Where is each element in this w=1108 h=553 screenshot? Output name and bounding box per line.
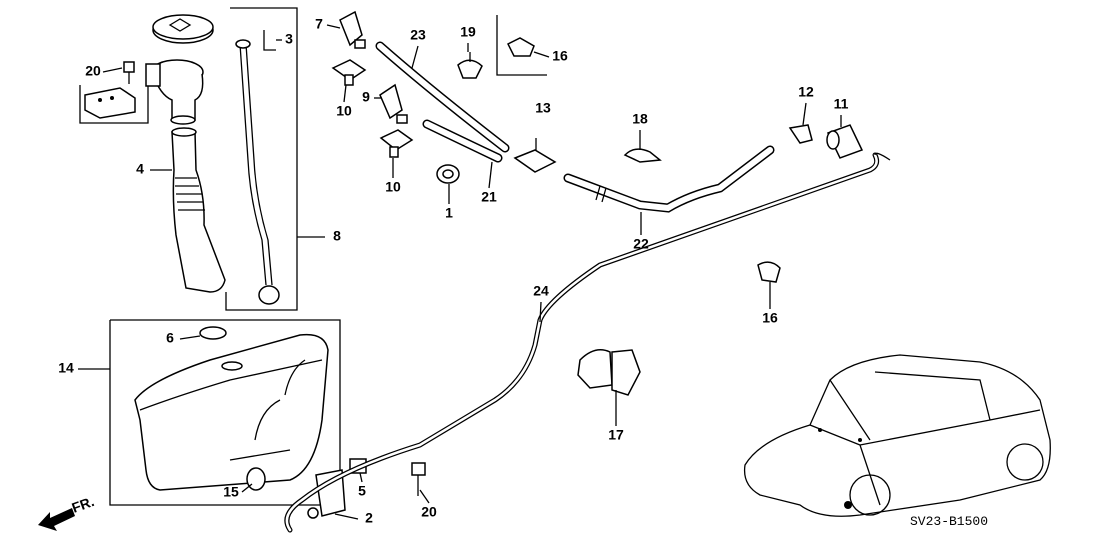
washer-tank	[134, 326, 329, 491]
callout-11: 11	[834, 96, 849, 112]
callout-4: 4	[136, 161, 144, 177]
callout-16: 16	[762, 310, 778, 326]
clamp-18	[623, 148, 662, 163]
callout-8: 8	[333, 228, 341, 244]
clamp-1	[436, 164, 460, 184]
clip-10-b	[379, 129, 414, 158]
nozzle-7	[339, 10, 366, 49]
bracket-17	[577, 349, 641, 396]
callout-5: 5	[358, 483, 366, 499]
filler-pipe	[171, 127, 226, 293]
joint-12	[788, 124, 813, 144]
callout-18: 18	[632, 111, 648, 127]
callout-10: 10	[385, 179, 401, 195]
front-direction-label: FR.	[70, 493, 97, 516]
callout-2: 2	[365, 510, 373, 526]
callout-16: 16	[552, 48, 568, 64]
bracket-part	[84, 87, 136, 119]
clip-10-a	[331, 59, 367, 86]
check-valve-11	[826, 124, 864, 159]
callout-23: 23	[410, 27, 426, 43]
callout-10: 10	[336, 103, 352, 119]
diagram-code: SV23-B1500	[910, 514, 988, 529]
tube-24-end	[874, 152, 891, 161]
callout-22: 22	[633, 236, 649, 252]
callout-20: 20	[85, 63, 101, 79]
callout-13: 13	[535, 100, 551, 116]
clip-16-a	[506, 37, 535, 57]
callout-1: 1	[445, 205, 453, 221]
level-gauge	[235, 39, 280, 305]
washer-pump	[307, 458, 367, 519]
callout-20: 20	[421, 504, 437, 520]
callout-12: 12	[798, 84, 814, 100]
grommet-15	[246, 467, 266, 491]
bolt-20-upper	[123, 61, 135, 84]
callout-7: 7	[315, 16, 323, 32]
filler-group-box	[79, 7, 325, 311]
callout-21: 21	[481, 189, 497, 205]
leader-lines	[102, 24, 842, 520]
hose-22	[563, 145, 775, 213]
filler-neck	[145, 59, 204, 125]
clip-19	[457, 52, 483, 79]
nozzle-9	[379, 83, 408, 124]
filler-cap	[152, 14, 214, 44]
callout-6: 6	[166, 330, 174, 346]
callout-3: 3	[285, 31, 293, 47]
clip-bracket	[496, 15, 547, 76]
callout-24: 24	[533, 283, 549, 299]
joint-13	[513, 138, 557, 173]
callout-17: 17	[608, 427, 624, 443]
front-direction-arrow-icon	[38, 508, 75, 531]
callout-19: 19	[460, 24, 476, 40]
car-outline	[743, 354, 1051, 517]
clip-16-b	[757, 261, 781, 283]
callout-14: 14	[58, 360, 74, 376]
callout-15: 15	[223, 484, 239, 500]
callout-9: 9	[362, 89, 370, 105]
bolt-20-lower	[411, 462, 426, 496]
